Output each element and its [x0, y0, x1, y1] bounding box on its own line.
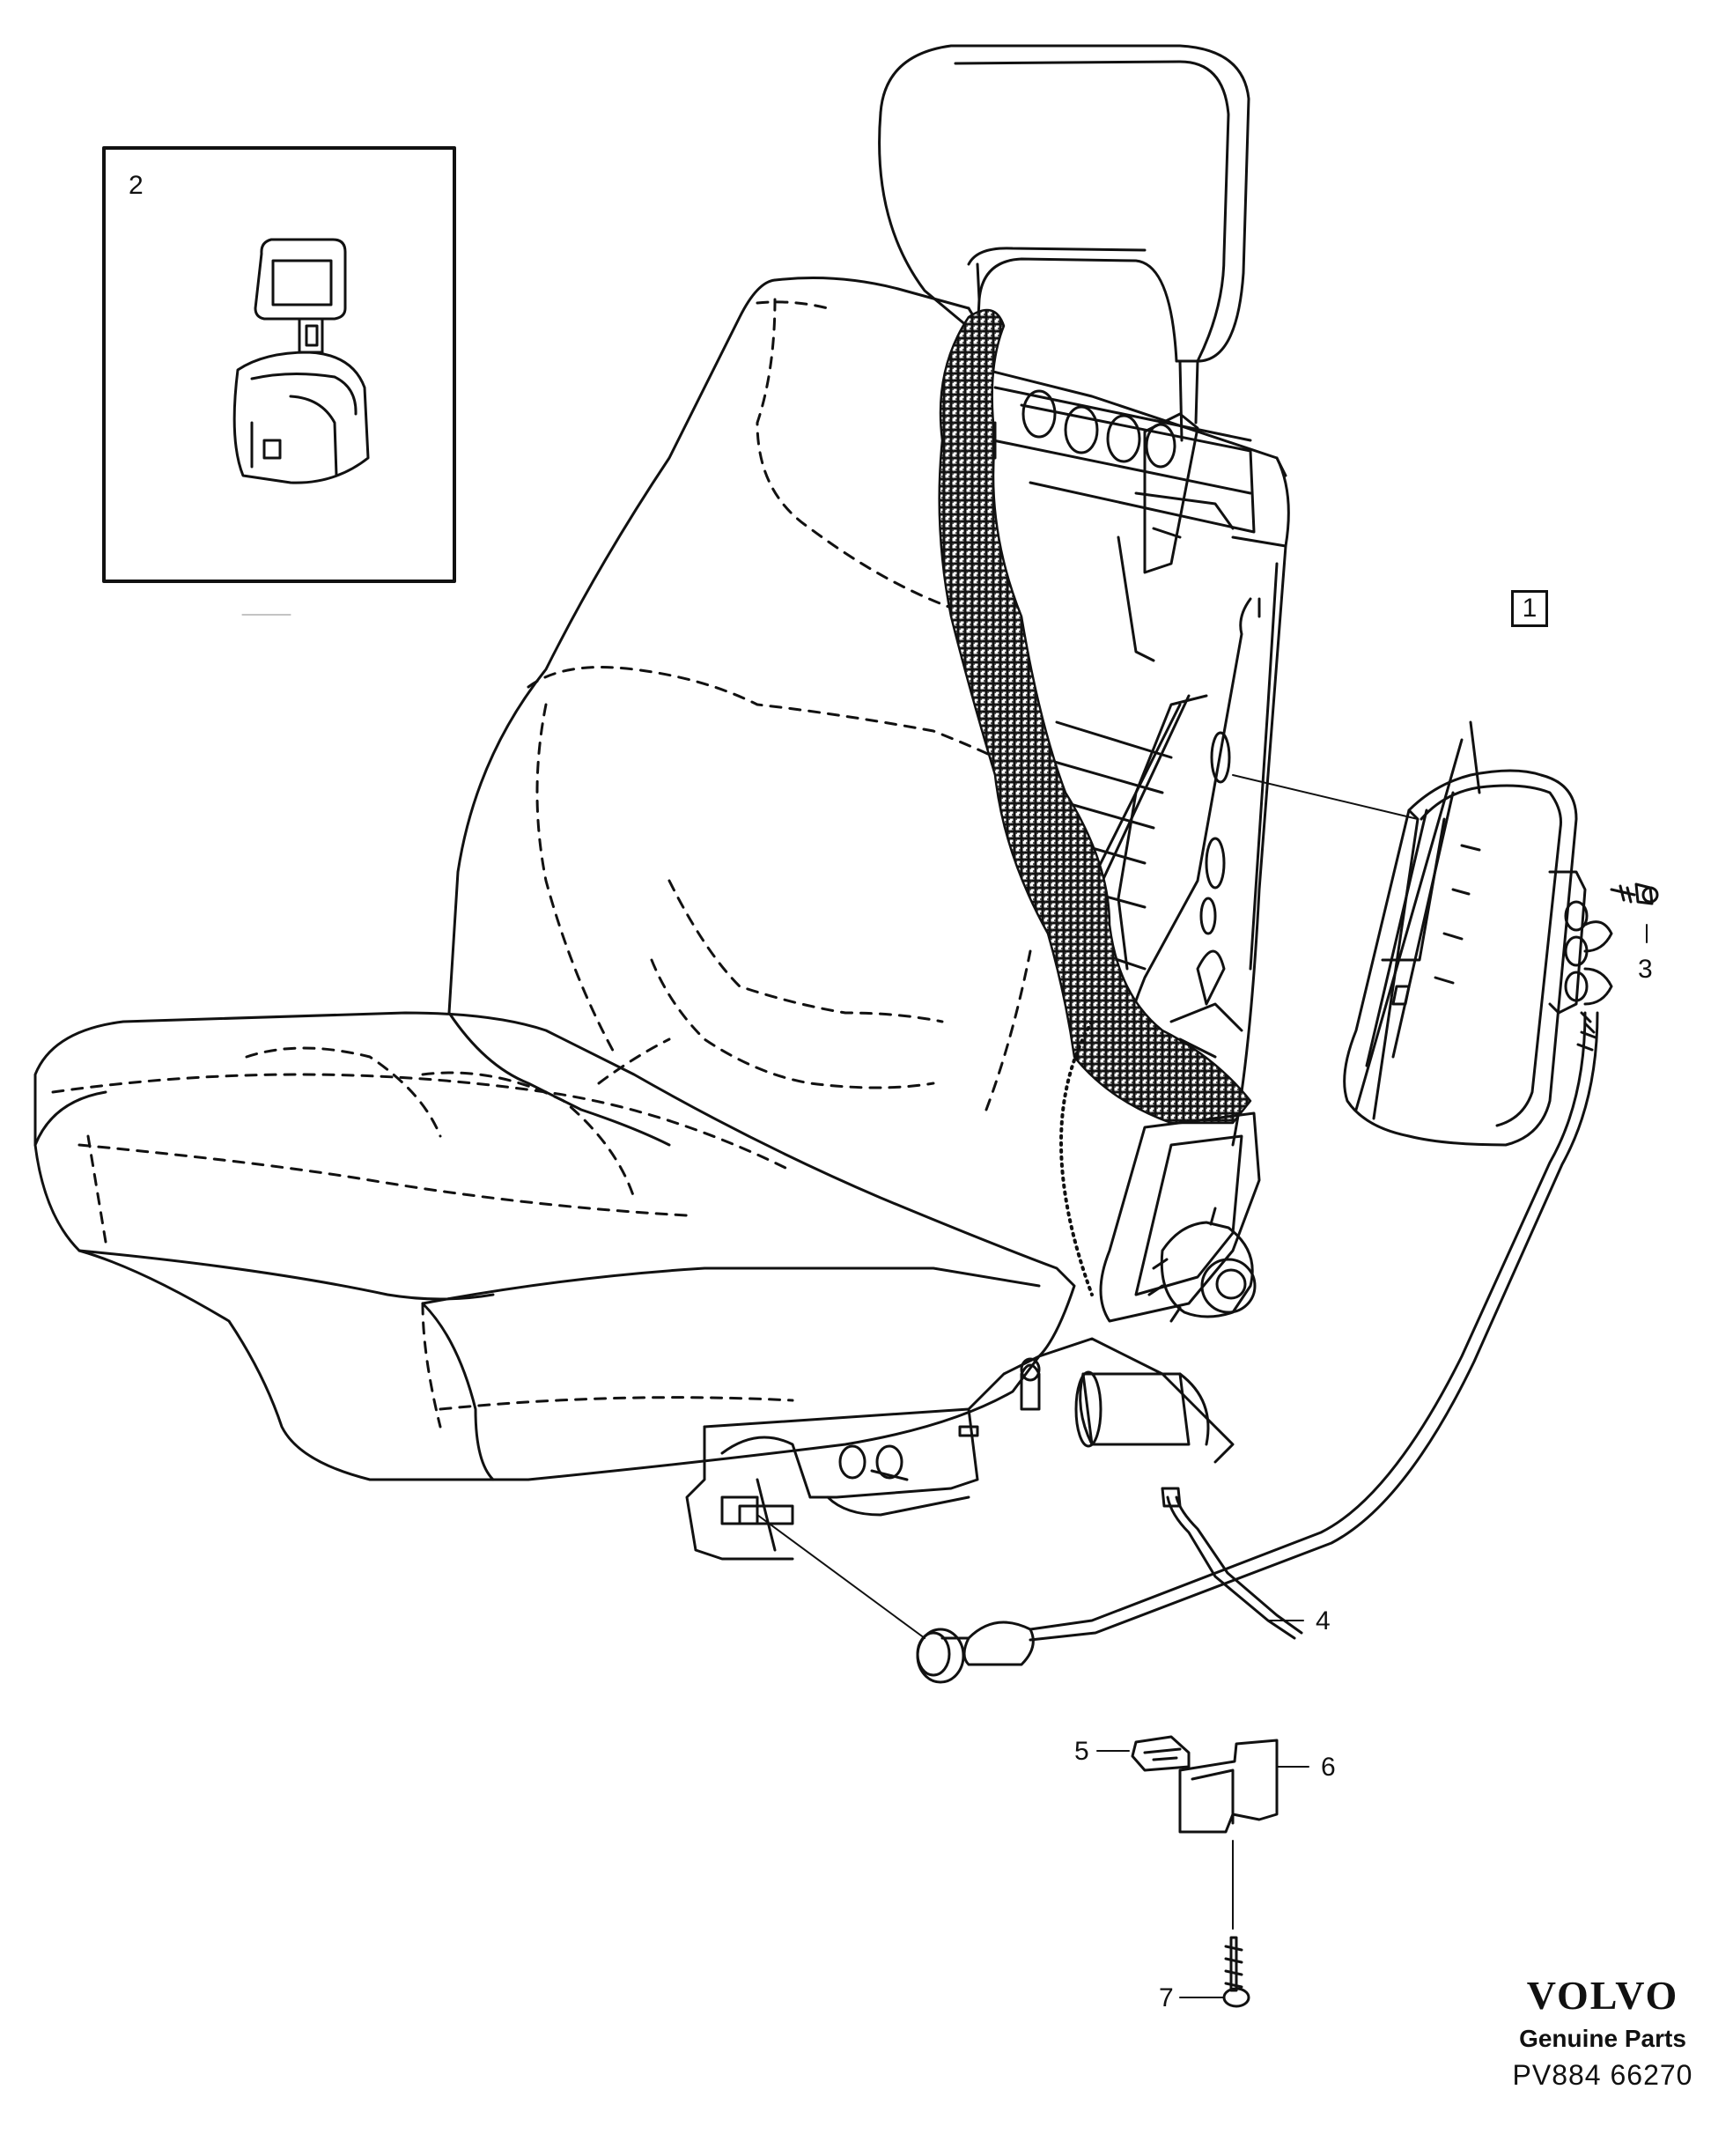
- seat-cushion: [33, 1011, 1076, 1481]
- callout-5: 5: [1074, 1737, 1089, 1766]
- side-airbag-module: [1343, 720, 1613, 1147]
- leader-seat-connector: [756, 1514, 925, 1639]
- brand-subtitle: Genuine Parts: [1519, 2025, 1686, 2052]
- diagram-code: PV884 66270: [1512, 2059, 1693, 2091]
- callout-1: 1: [1511, 590, 1548, 627]
- wiring-harness: [916, 1011, 1599, 1684]
- mounting-bolt: [1610, 882, 1659, 905]
- callout-7: 7: [1159, 1983, 1174, 2012]
- screw: [1222, 1840, 1250, 2008]
- brand-block: VOLVO Genuine Parts PV884 66270: [1497, 1973, 1708, 2093]
- leader-airbag: [1232, 774, 1419, 820]
- volvo-logo: VOLVO: [1526, 1973, 1679, 2018]
- recline-knob: [1147, 1207, 1257, 1323]
- callout-2: 2: [129, 171, 144, 200]
- headrest: [878, 44, 1250, 442]
- callout-6: 6: [1321, 1753, 1336, 1782]
- seat-backrest: [447, 277, 1032, 1147]
- cover-plate: [1178, 1739, 1279, 1834]
- foam-padding: [938, 308, 1252, 1125]
- detail-inset: [102, 146, 456, 583]
- callout-3: 3: [1638, 955, 1653, 984]
- callout-4: 4: [1316, 1606, 1331, 1635]
- headrest-guide-clip: [232, 238, 370, 484]
- seat-rail-bracket: [685, 1337, 1235, 1561]
- connector-housing: [1131, 1735, 1191, 1772]
- recliner-mechanism: [1059, 1020, 1261, 1323]
- backrest-frame: [984, 368, 1290, 1147]
